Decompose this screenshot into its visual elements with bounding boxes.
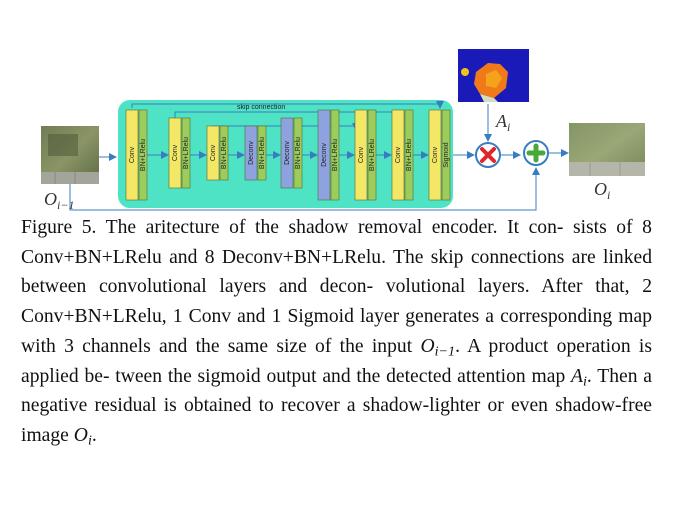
layer-type-label: Conv — [432, 146, 439, 163]
skip-connection-label: skip connection — [237, 104, 285, 111]
caption-line: Sigmoid layer generates a corresponding … — [21, 306, 652, 357]
layer-block — [206, 125, 220, 181]
layer-activation-label: BN+LRelu — [406, 139, 413, 171]
layer-block — [428, 109, 442, 201]
layer-type-label: Deconv — [321, 143, 328, 167]
layer-6: Deconv BN+LRelu — [317, 109, 355, 201]
layer-type-label: Conv — [129, 146, 136, 163]
layer-activation-label: BN+LRelu — [140, 139, 147, 171]
caption-line: volutional layers. After that, 2 Conv+BN… — [21, 276, 652, 328]
layer-type-label: Deconv — [284, 141, 291, 165]
layer-type-label: Conv — [358, 146, 365, 163]
layer-block — [354, 109, 368, 201]
layer-block — [244, 125, 258, 181]
layer-type-label: Conv — [395, 146, 402, 163]
layer-activation-label: BN+LRelu — [369, 139, 376, 171]
caption-math-attention: Ai — [571, 365, 587, 390]
layer-5: Deconv BN+LRelu — [280, 117, 318, 189]
layer-2: Conv BN+LRelu — [168, 117, 207, 189]
activation-bar — [257, 125, 267, 181]
caption-line: a negative residual is obtained to recov… — [21, 365, 652, 417]
output-label: Oi — [594, 179, 610, 202]
layer-block — [125, 109, 139, 201]
layer-3: Conv BN+LRelu — [206, 125, 245, 181]
layer-type-label: Deconv — [248, 141, 255, 165]
multiply-icon — [475, 142, 501, 168]
layer-activation-label: BN+LRelu — [259, 137, 266, 169]
layer-7: Conv BN+LRelu — [354, 109, 392, 201]
add-icon — [523, 140, 549, 166]
layer-type-label: Conv — [210, 144, 217, 161]
caption-line: Figure 5. The aritecture of the shadow r… — [21, 217, 564, 238]
caption-line: tween the sigmoid output and the detecte… — [115, 365, 566, 387]
layer-block — [280, 117, 294, 189]
activation-bar — [181, 117, 191, 189]
layer-8: Conv BN+LRelu — [391, 109, 429, 201]
caption-line: the same size of the input — [195, 335, 413, 357]
residual-arrow — [69, 167, 540, 211]
layer-9: Conv Sigmoid — [428, 109, 451, 201]
figure-caption: Figure 5. The aritecture of the shadow r… — [21, 213, 652, 451]
layer-4: Deconv BN+LRelu — [244, 125, 281, 181]
layer-block — [391, 109, 405, 201]
activation-bar — [441, 109, 451, 201]
caption-line: . Then — [586, 365, 638, 387]
layer-activation-label: Sigmoid — [443, 142, 450, 167]
attention-map-image — [458, 49, 529, 102]
activation-bar — [293, 117, 303, 189]
layer-activation-label: BN+LRelu — [183, 137, 190, 169]
layer-block — [317, 109, 331, 201]
caption-line: . A product operation is applied be- — [21, 335, 652, 387]
layer-activation-label: BN+LRelu — [295, 137, 302, 169]
layer-1: Conv BN+LRelu — [125, 109, 169, 201]
activation-bar — [219, 125, 229, 181]
caption-line: connections are linked between convoluti… — [21, 246, 652, 298]
layer-block — [168, 117, 182, 189]
layer-activation-label: BN+LRelu — [332, 139, 339, 171]
layer-type-label: Conv — [172, 144, 179, 161]
output-image — [569, 123, 645, 176]
caption-math-output: Oi — [73, 424, 92, 449]
caption-line: sists of 8 Conv+BN+LRelu and 8 Deconv+BN… — [21, 217, 652, 268]
attention-label: Ai — [495, 111, 510, 134]
caption-line: . — [91, 424, 97, 446]
layer-activation-label: BN+LRelu — [221, 137, 228, 169]
input-image — [41, 126, 99, 184]
caption-line: shadow-free image — [21, 395, 652, 446]
caption-math-input: Oi−1 — [420, 335, 456, 360]
